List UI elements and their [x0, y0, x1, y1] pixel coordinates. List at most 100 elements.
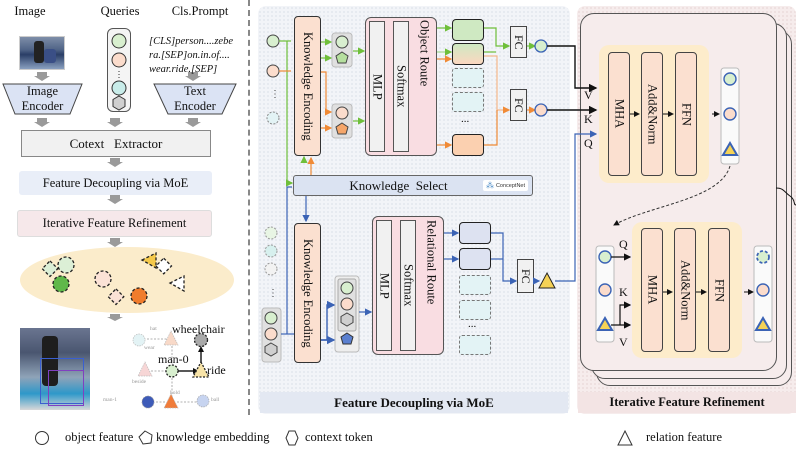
conceptnet-graph-icon: ⁂ — [485, 181, 494, 190]
legend-pentagon-icon — [138, 430, 153, 445]
text-encoder-label-1: Text — [183, 84, 207, 98]
refine-bottom-ffn-label: FFN — [712, 278, 727, 302]
refine-bottom-addnorm-label: Add&Norm — [678, 259, 693, 321]
sg-label-beside: beside — [132, 379, 147, 385]
conceptnet-logo: ⁂ ConceptNet — [482, 180, 528, 191]
label-v-top: V — [584, 88, 593, 102]
object-expert-inactive-1 — [452, 68, 484, 88]
section-divider — [248, 0, 250, 415]
object-expert-2 — [452, 43, 484, 65]
fc-relational: FC — [517, 259, 534, 293]
node-ride — [191, 360, 211, 378]
relational-expert-2 — [459, 248, 491, 270]
object-expert-inactive-2 — [452, 92, 484, 112]
fc-object-2: FC — [510, 89, 527, 121]
refine-top-addnorm-label: Add&Norm — [645, 83, 660, 145]
text-encoder: Text Encoder — [168, 84, 222, 114]
knowledge-pentagon-blue-icon — [340, 332, 354, 345]
refine-bottom-addnorm: Add&Norm — [674, 228, 696, 352]
object-expert-ellipsis: ... — [461, 113, 470, 125]
label-k-bottom: K — [619, 285, 628, 299]
legend: object feature knowledge embedding conte… — [0, 425, 800, 449]
header-image: Image — [14, 4, 46, 18]
context-extractor-label: Cotext Extractor — [69, 135, 163, 151]
refine-bottom-mha: MHA — [641, 228, 663, 352]
sg-label-man-1: man-1 — [103, 397, 118, 403]
sg-label-wear: wear — [144, 345, 155, 351]
flow-arrows — [34, 72, 201, 321]
refine-top-mha-label: MHA — [612, 99, 627, 129]
fc-object-1-label: FC — [512, 34, 526, 50]
legend-icons — [35, 429, 633, 446]
knowledge-pentagon-green-icon — [335, 51, 349, 64]
layer-stack-brace-icon — [775, 187, 797, 206]
feature-decoupling-label: Feature Decoupling via MoE — [42, 175, 189, 190]
relational-expert-ellipsis: ... — [468, 318, 477, 330]
relational-expert-inactive-2 — [459, 300, 491, 320]
legend-label-knowledge-embedding: knowledge embedding — [156, 430, 270, 444]
iterative-refinement-label: Iterative Feature Refinement — [42, 216, 187, 230]
knowledge-encoding-top: Knowledge Encoding — [294, 16, 321, 156]
sg-label-hat: hat — [150, 326, 157, 332]
conceptnet-label: ConceptNet — [495, 182, 525, 189]
input-image-thumbnail — [19, 36, 65, 70]
object-softmax-label: Softmax — [394, 65, 409, 108]
refine-bottom-mha-label: MHA — [645, 275, 660, 305]
knowledge-select-label: Knowledge Select — [349, 177, 448, 193]
context-extractor-box: Cotext Extractor — [21, 130, 211, 157]
cls-prompt-text: [CLS]person....zebe ra.[SEP]on.in.of....… — [149, 35, 247, 77]
refine-panel-title: Iterative Feature Refinement — [609, 395, 765, 409]
moe-panel-title-bar: Feature Decoupling via MoE — [260, 392, 568, 413]
relational-expert-inactive-3 — [459, 335, 491, 355]
prompt-line-2: ra.[SEP]on.in.of.... — [149, 50, 230, 61]
legend-triangle-icon — [617, 429, 633, 446]
header-queries: Queries — [100, 4, 140, 18]
relational-route-label: Relational Route — [424, 220, 439, 305]
relational-softmax-label: Softmax — [401, 264, 416, 307]
object-route-label: Object Route — [417, 20, 432, 87]
object-softmax-bar: Softmax — [393, 21, 409, 152]
knowledge-encoding-bottom: Knowledge Encoding — [294, 223, 321, 363]
query-teal-icon — [111, 80, 127, 96]
label-q-top: Q — [584, 136, 593, 150]
header-cls-prompt: Cls.Prompt — [171, 4, 229, 18]
query-green-icon — [111, 33, 127, 49]
legend-circle-icon — [35, 431, 49, 445]
feature-decoupling-box: Feature Decoupling via MoE — [19, 171, 212, 195]
sg-label-hold: hold — [170, 390, 180, 396]
knowledge-select-box: Knowledge Select ⁂ ConceptNet — [293, 175, 533, 196]
fc-object-2-label: FC — [512, 97, 526, 113]
text-encoder-shape — [153, 83, 237, 115]
prompt-line-1: [CLS]person....zebe — [149, 36, 234, 47]
refine-top-ffn-label: FFN — [679, 102, 694, 126]
query-hexagon-icon — [112, 95, 126, 111]
refine-top-ffn: FFN — [675, 52, 697, 176]
relational-expert-1 — [459, 222, 491, 244]
context-hexagon-icon — [264, 342, 278, 357]
output-image-thumbnail — [20, 328, 90, 410]
legend-hexagon-icon — [285, 430, 299, 446]
feature-set-shapes — [41, 251, 185, 306]
object-expert-3 — [452, 134, 484, 156]
input-object-faded-icon — [266, 111, 280, 125]
relation-feature-out-icon — [538, 271, 556, 289]
legend-label-context-token: context token — [305, 430, 373, 444]
iterative-refinement-box: Iterative Feature Refinement — [17, 210, 212, 237]
refine-panel-title-bar: Iterative Feature Refinement — [578, 392, 796, 413]
label-v-bottom: V — [619, 335, 628, 349]
image-encoder-label-1: Image — [26, 84, 59, 98]
refine-top-addnorm: Add&Norm — [641, 52, 663, 176]
sg-label-man-0: man-0 — [158, 352, 189, 366]
sg-label-ball: ball — [211, 397, 220, 403]
prompt-line-3: wear.ride.[SEP] — [149, 64, 218, 75]
sg-label-ride: ride — [207, 363, 226, 377]
image-encoder-label-2: Encoder — [21, 99, 64, 113]
moe-panel-title: Feature Decoupling via MoE — [334, 394, 494, 410]
image-encoder-shape — [2, 83, 83, 115]
refine-bottom-ffn: FFN — [708, 228, 730, 352]
image-encoder: Image Encoder — [15, 84, 70, 114]
